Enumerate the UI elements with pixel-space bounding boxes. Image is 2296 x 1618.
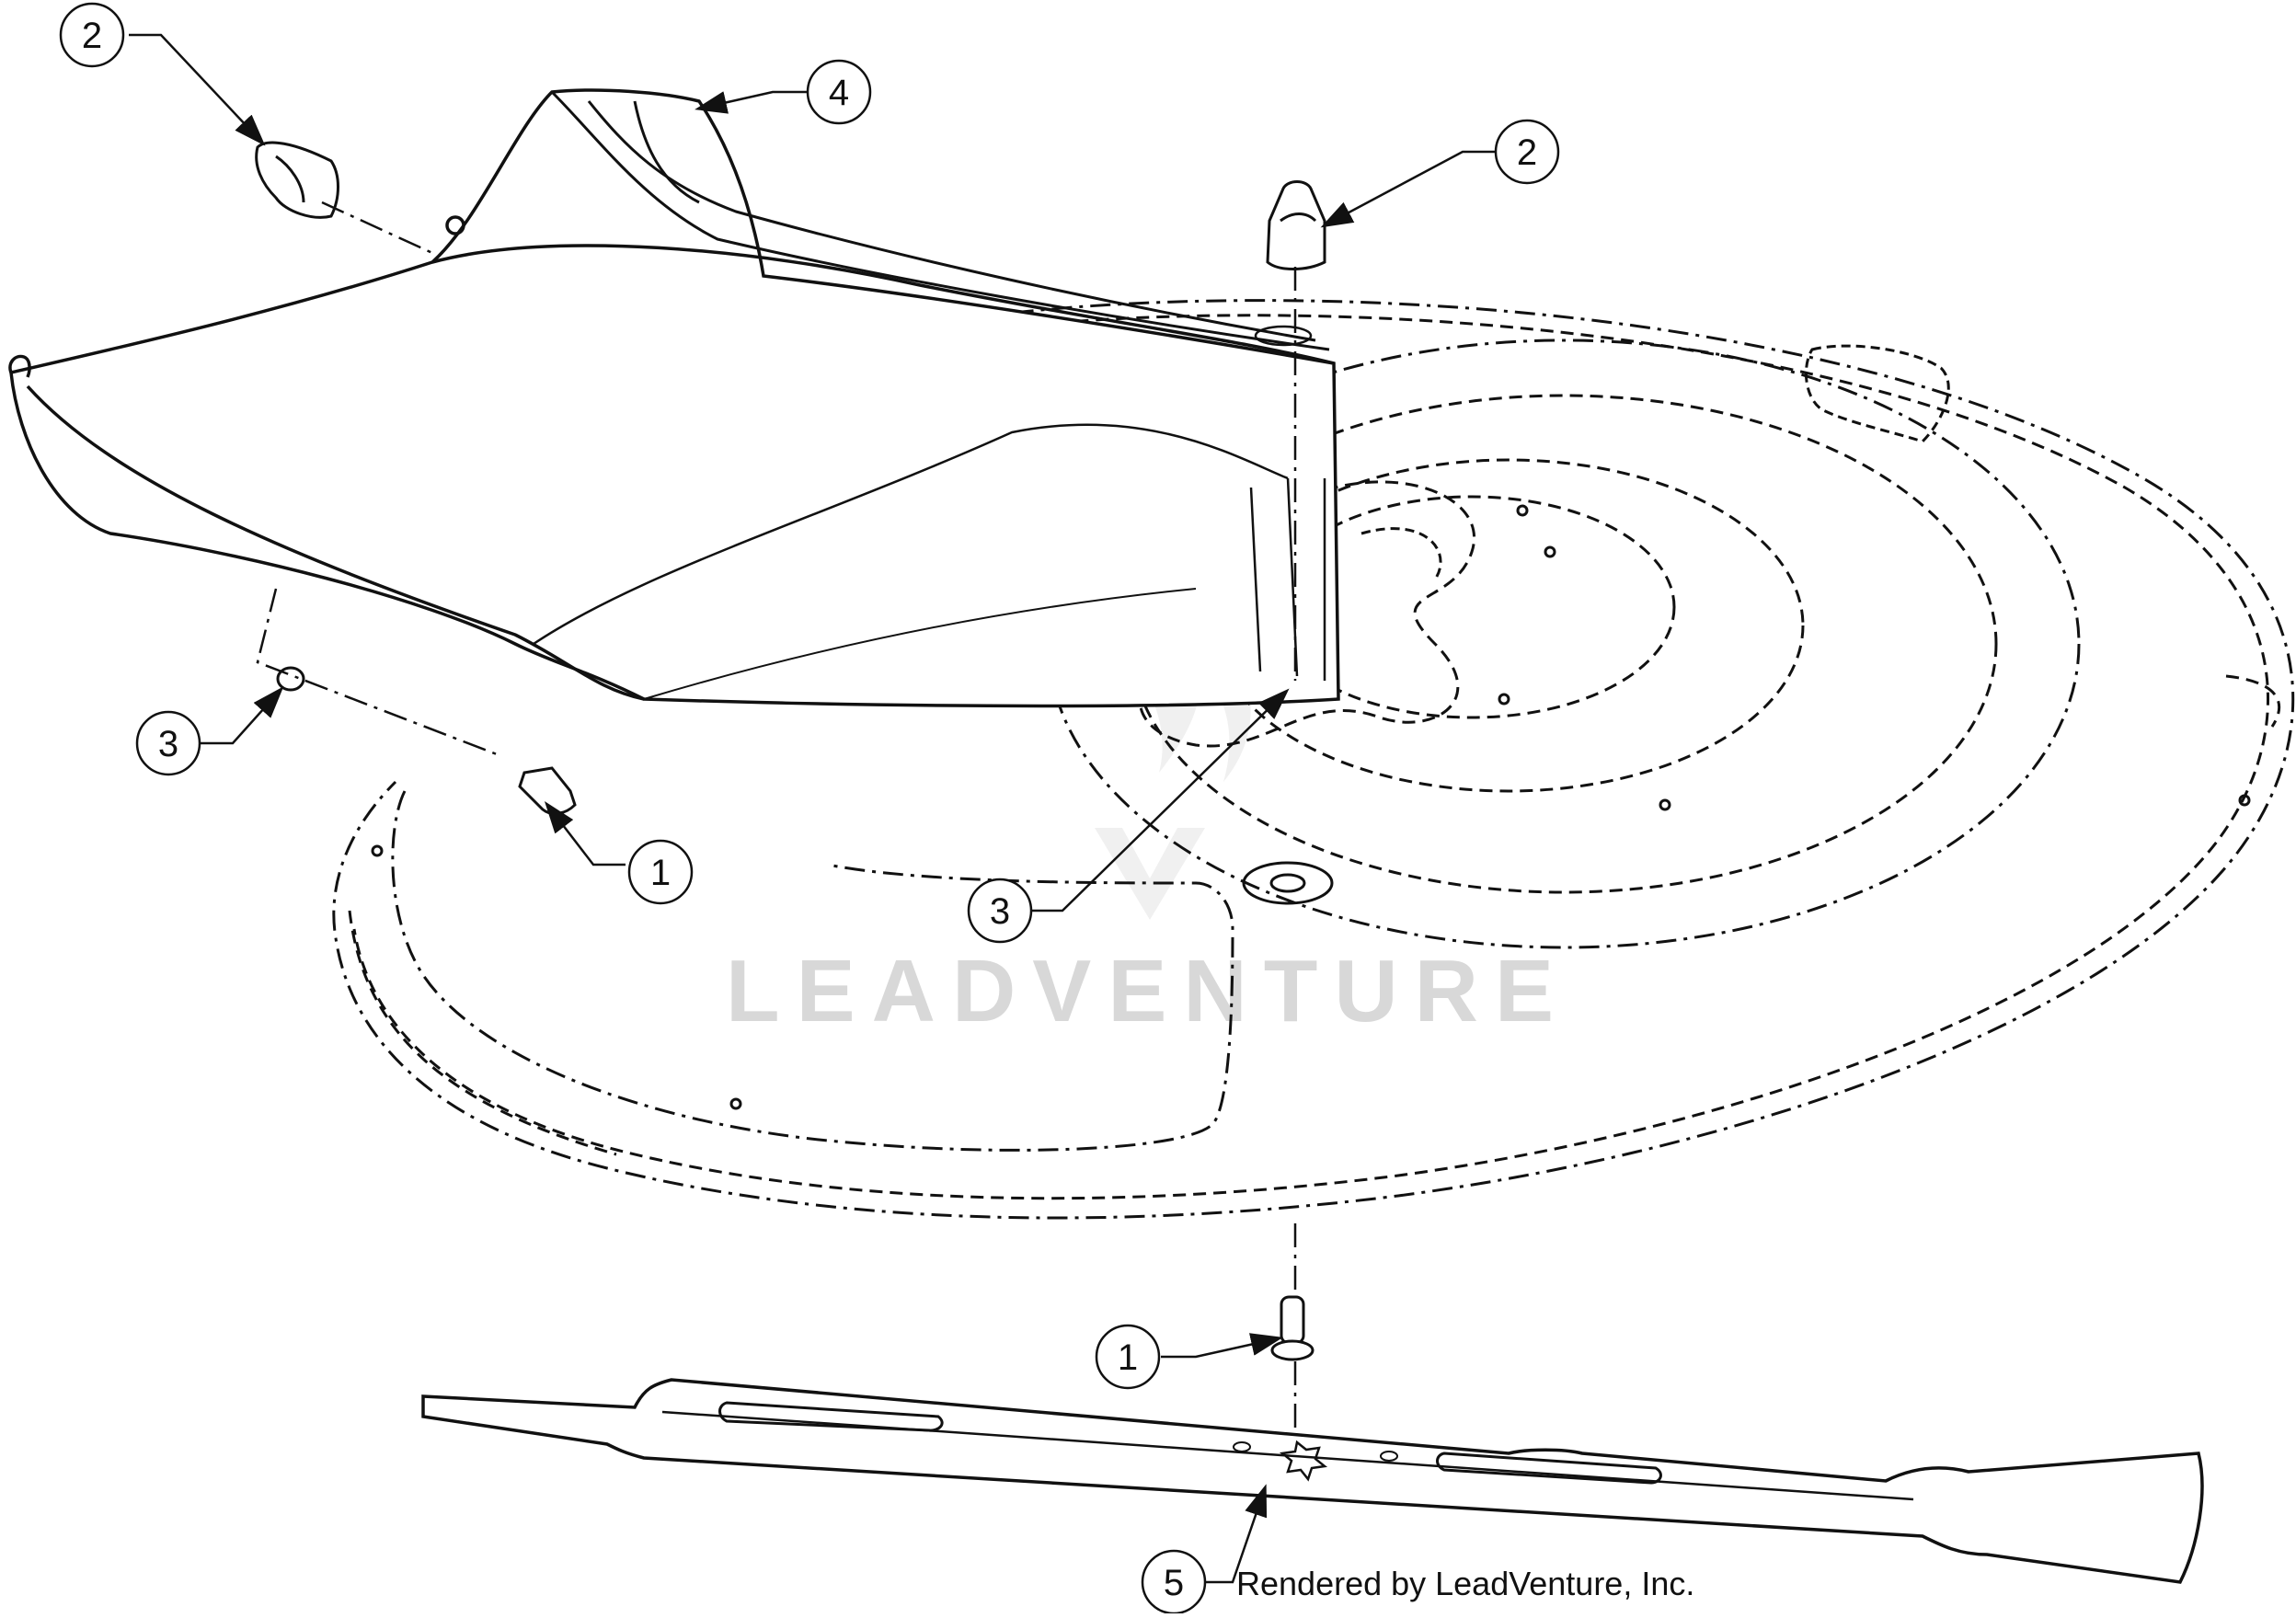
callout-2-left: 2 [59,2,125,68]
callout-3-left-label: 3 [158,724,178,764]
callout-1-lower: 1 [1095,1324,1161,1390]
callout-2-left-label: 2 [82,16,102,56]
callout-5-label: 5 [1164,1563,1184,1603]
pin-part-1-upper [518,766,577,816]
callout-3-center-label: 3 [990,891,1010,932]
clip-part-2-right [1266,180,1326,270]
callout-1-upper: 1 [627,839,694,905]
mower-blade [421,1378,2204,1584]
pin-part-1-lower [1270,1295,1314,1361]
mulch-plug-chute [8,88,1340,708]
callout-1-lower-label: 1 [1118,1337,1138,1378]
callout-3-center: 3 [967,878,1033,944]
callout-4-label: 4 [829,73,849,113]
callout-2-right-label: 2 [1517,132,1537,173]
callout-2-right: 2 [1494,119,1560,185]
callout-5: 5 [1141,1549,1207,1615]
callout-1-upper-label: 1 [650,853,671,893]
callout-3-left: 3 [135,710,201,776]
watermark-text: LEADVENTURE [726,942,1570,1040]
washer-part-3-left [276,666,305,692]
clip-part-2-left [255,141,339,219]
callout-4: 4 [806,59,872,125]
assembly-centerlines [256,201,1297,1435]
leader-lines [129,33,1495,1584]
render-credit: Rendered by LeadVenture, Inc. [1236,1565,1694,1602]
